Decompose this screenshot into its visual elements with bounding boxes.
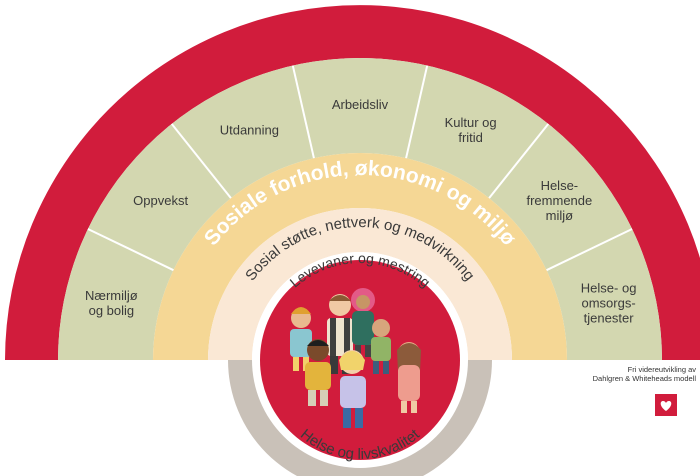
- segment-label: Oppvekst: [133, 193, 188, 208]
- segment-label-line: miljø: [546, 208, 573, 223]
- attribution-credit: Fri videreutvikling av Dahlgren & Whiteh…: [592, 365, 696, 383]
- segment-divider: [405, 65, 429, 159]
- segment-divider: [291, 65, 315, 159]
- segment-label-line: Oppvekst: [133, 193, 188, 208]
- segment-label-line: Kultur og: [445, 115, 497, 130]
- person-icon: [351, 288, 375, 357]
- person-icon: [371, 319, 391, 374]
- segment-label-line: Arbeidsliv: [332, 97, 389, 112]
- segment-label-line: fritid: [458, 130, 483, 145]
- segment-label-line: omsorgs-: [582, 295, 636, 310]
- segment-divider: [488, 123, 550, 199]
- person-icon: [305, 339, 331, 406]
- segment-divider: [546, 228, 633, 272]
- segment-label: Arbeidsliv: [332, 97, 389, 112]
- segment-label-line: Utdanning: [220, 122, 279, 137]
- segment-label-line: Helse- og: [581, 280, 637, 295]
- segments-ring: [58, 58, 662, 360]
- segment-label: Utdanning: [220, 122, 279, 137]
- segment-label-line: tjenester: [584, 310, 635, 325]
- segment-divider: [87, 228, 174, 272]
- organization-logo: [655, 394, 677, 416]
- segment-label-line: Nærmiljø: [85, 288, 138, 303]
- person-icon: [327, 294, 353, 374]
- segment-label-line: Helse-: [541, 178, 579, 193]
- credit-line-1: Fri videreutvikling av: [627, 365, 696, 374]
- people-illustration: [290, 288, 421, 428]
- person-icon: [397, 342, 421, 413]
- person-icon: [339, 350, 366, 428]
- segment-dividers: [87, 65, 633, 272]
- middle-ring-social-support: [153, 153, 567, 360]
- credit-line-2: Dahlgren & Whiteheads modell: [592, 373, 696, 383]
- outer-ring-social-economic: [5, 5, 700, 360]
- inner-ring-lifestyle: [208, 208, 512, 360]
- segment-label-line: fremmende: [526, 193, 592, 208]
- segment-divider: [170, 123, 232, 199]
- segment-label-line: og bolig: [89, 303, 135, 318]
